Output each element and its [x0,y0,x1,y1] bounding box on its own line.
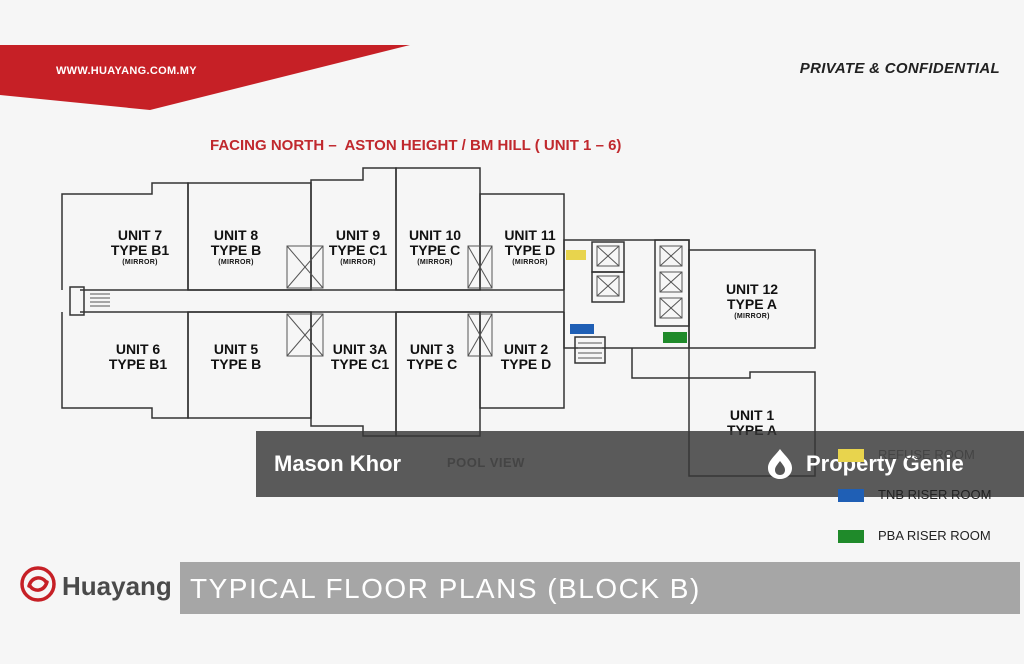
unit-note: (MIRROR) [417,259,453,266]
unit-type: TYPE B1 [108,356,168,372]
watermark-overlay [256,431,1024,497]
unit-name: UNIT 10 [408,227,462,243]
unit-type: TYPE C1 [328,242,388,258]
huayang-logo-icon [20,566,56,602]
unit-note: (MIRROR) [340,259,376,266]
legend-label: REFUSE ROOM [878,447,975,462]
unit-type: TYPE D [500,356,552,372]
unit-type: TYPE C [406,356,458,372]
unit-9-label: UNIT 9 TYPE C1 (MIRROR) [318,228,398,267]
confidential-label: PRIVATE & CONFIDENTIAL [799,60,1000,77]
unit-type: TYPE D [504,242,556,258]
unit-11-label: UNIT 11 TYPE D (MIRROR) [490,228,570,267]
unit-type: TYPE B [210,356,262,372]
unit-name: UNIT 5 [213,341,259,357]
website-url[interactable]: WWW.HUAYANG.COM.MY [56,65,197,77]
unit-12-label: UNIT 12 TYPE A (MIRROR) [712,282,792,321]
unit-note: (MIRROR) [512,259,548,266]
unit-3a-label: UNIT 3A TYPE C1 [320,342,400,372]
unit-type: TYPE C1 [330,356,390,372]
unit-3-label: UNIT 3 TYPE C [392,342,472,372]
unit-note: (MIRROR) [122,259,158,266]
legend-label: TNB RISER ROOM [878,487,992,502]
unit-name: UNIT 3A [332,341,388,357]
unit-name: UNIT 2 [503,341,549,357]
unit-name: UNIT 9 [335,227,381,243]
unit-8-label: UNIT 8 TYPE B (MIRROR) [196,228,276,267]
unit-5-label: UNIT 5 TYPE B [196,342,276,372]
unit-type: TYPE C [409,242,461,258]
agent-name: Mason Khor [274,451,402,476]
unit-name: UNIT 3 [409,341,455,357]
legend-label: PBA RISER ROOM [878,528,991,543]
unit-name: UNIT 12 [725,281,779,297]
unit-7-label: UNIT 7 TYPE B1 (MIRROR) [100,228,180,267]
legend-swatch [838,530,864,543]
unit-6-label: UNIT 6 TYPE B1 [98,342,178,372]
unit-type: TYPE B [210,242,262,258]
unit-10-label: UNIT 10 TYPE C (MIRROR) [395,228,475,267]
footer-title-bar [180,562,1020,614]
header-red-banner [0,45,410,110]
unit-name: UNIT 8 [213,227,259,243]
legend-swatch [838,449,864,462]
page-title: TYPICAL FLOOR PLANS (BLOCK B) [190,573,701,604]
unit-2-label: UNIT 2 TYPE D [486,342,566,372]
unit-note: (MIRROR) [218,259,254,266]
property-genie-logo-icon [768,449,792,479]
unit-name: UNIT 6 [115,341,161,357]
unit-name: UNIT 7 [117,227,163,243]
legend-swatch [838,489,864,502]
facing-north-label: FACING NORTH – ASTON HEIGHT / BM HILL ( … [210,137,622,154]
unit-name: UNIT 1 [729,407,775,423]
unit-note: (MIRROR) [734,313,770,320]
footer-brand: Huayang [62,571,172,601]
pool-view-label: POOL VIEW [447,455,525,470]
unit-name: UNIT 11 [504,227,556,243]
unit-type: TYPE A [726,296,778,312]
watermark-brand: Property Genie [806,451,964,476]
unit-type: TYPE B1 [110,242,170,258]
